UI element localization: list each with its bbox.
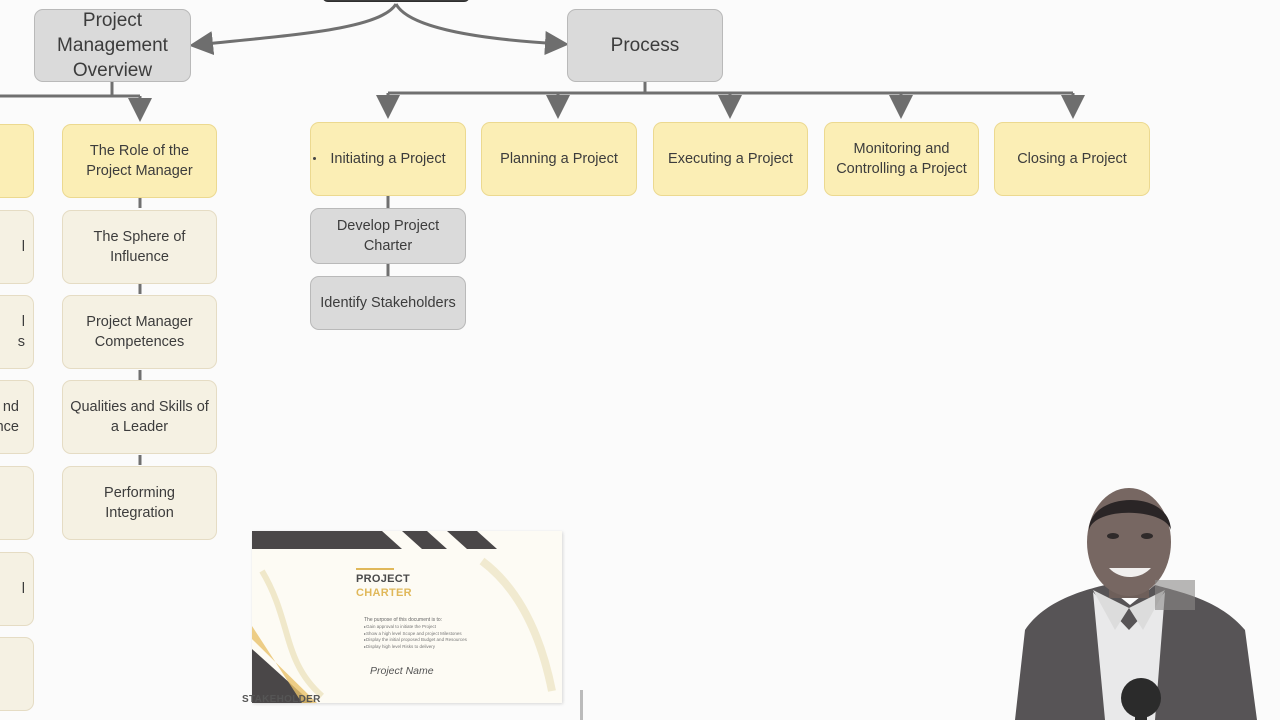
process-node[interactable]: Process bbox=[567, 9, 723, 82]
identify-stakeholders-node[interactable]: Identify Stakeholders bbox=[310, 276, 466, 330]
slide-bullet: Display high level Risks to delivery bbox=[364, 644, 467, 651]
performing-integration-label: Performing Integration bbox=[104, 485, 175, 521]
overview-label: Project Management Overview bbox=[57, 10, 168, 81]
cutoff-fragment: l bbox=[21, 239, 25, 255]
slide-title-line2: CHARTER bbox=[356, 587, 412, 599]
closing-node[interactable]: Closing a Project bbox=[994, 122, 1150, 196]
pm-competences-node[interactable]: Project Manager Competences bbox=[62, 295, 217, 369]
cutoff-node-3: nd nce bbox=[0, 380, 34, 454]
project-charter-slide-thumbnail: PROJECT CHARTER The purpose of this docu… bbox=[252, 531, 562, 703]
cutoff-fragment: l bbox=[21, 314, 25, 330]
develop-charter-label: Develop Project Charter bbox=[336, 218, 440, 254]
monitoring-controlling-node[interactable]: Monitoring and Controlling a Project bbox=[824, 122, 979, 196]
cutoff-fragment: l bbox=[21, 581, 25, 597]
performing-integration-node[interactable]: Performing Integration bbox=[62, 466, 217, 540]
cutoff-fragment: s bbox=[17, 334, 25, 350]
qualities-skills-label: Qualities and Skills of a Leader bbox=[70, 399, 209, 435]
pm-competences-label: Project Manager Competences bbox=[86, 314, 193, 350]
cutoff-fragment: nce bbox=[0, 419, 19, 435]
cutoff-node-5: l bbox=[0, 552, 34, 626]
cutoff-node-6 bbox=[0, 637, 34, 711]
identify-stakeholders-label: Identify Stakeholders bbox=[320, 295, 456, 311]
planning-node[interactable]: Planning a Project bbox=[481, 122, 637, 196]
slide-bullet: Gain approval to initiate the Project bbox=[364, 624, 467, 631]
cursor-dot bbox=[313, 157, 316, 160]
monitoring-controlling-label: Monitoring and Controlling a Project bbox=[836, 141, 967, 177]
qualities-skills-node[interactable]: Qualities and Skills of a Leader bbox=[62, 380, 217, 454]
role-of-pm-label: The Role of the Project Manager bbox=[86, 143, 193, 179]
process-label: Process bbox=[610, 35, 680, 56]
slide-edge-line bbox=[580, 690, 583, 720]
planning-label: Planning a Project bbox=[500, 151, 618, 167]
stakeholder-caption: STAKEHOLDER bbox=[242, 694, 321, 705]
slide-title-rule bbox=[356, 568, 394, 570]
slide-project-name: Project Name bbox=[370, 665, 434, 677]
slide-title-line1: PROJECT bbox=[356, 573, 411, 585]
cutoff-node-4 bbox=[0, 466, 34, 540]
slide-bullet: Show a high level Scope and project Mile… bbox=[364, 631, 467, 638]
develop-charter-node[interactable]: Develop Project Charter bbox=[310, 208, 466, 264]
slide-bullet-list: Gain approval to initiate the Project Sh… bbox=[364, 624, 467, 651]
sphere-of-influence-node[interactable]: The Sphere of Influence bbox=[62, 210, 217, 284]
executing-label: Executing a Project bbox=[668, 151, 793, 167]
executing-node[interactable]: Executing a Project bbox=[653, 122, 808, 196]
role-of-pm-node[interactable]: The Role of the Project Manager bbox=[62, 124, 217, 198]
cutoff-yellow-node bbox=[0, 124, 34, 198]
presenter-webcam-image bbox=[1015, 488, 1257, 720]
initiating-label: Initiating a Project bbox=[330, 151, 446, 167]
initiating-node[interactable]: Initiating a Project bbox=[310, 122, 466, 196]
cutoff-node-1: l bbox=[0, 210, 34, 284]
sphere-of-influence-label: The Sphere of Influence bbox=[93, 229, 186, 265]
cutoff-fragment: nd bbox=[2, 399, 19, 415]
slide-bullet: Display the initial proposed Budget and … bbox=[364, 637, 467, 644]
cutoff-node-2: l s bbox=[0, 295, 34, 369]
project-management-overview-node[interactable]: Project Management Overview bbox=[34, 9, 191, 82]
closing-label: Closing a Project bbox=[1017, 151, 1127, 167]
slide-decoration bbox=[252, 531, 556, 703]
root-node bbox=[322, 0, 470, 2]
slide-intro-text: The purpose of this document is to: bbox=[364, 617, 443, 623]
